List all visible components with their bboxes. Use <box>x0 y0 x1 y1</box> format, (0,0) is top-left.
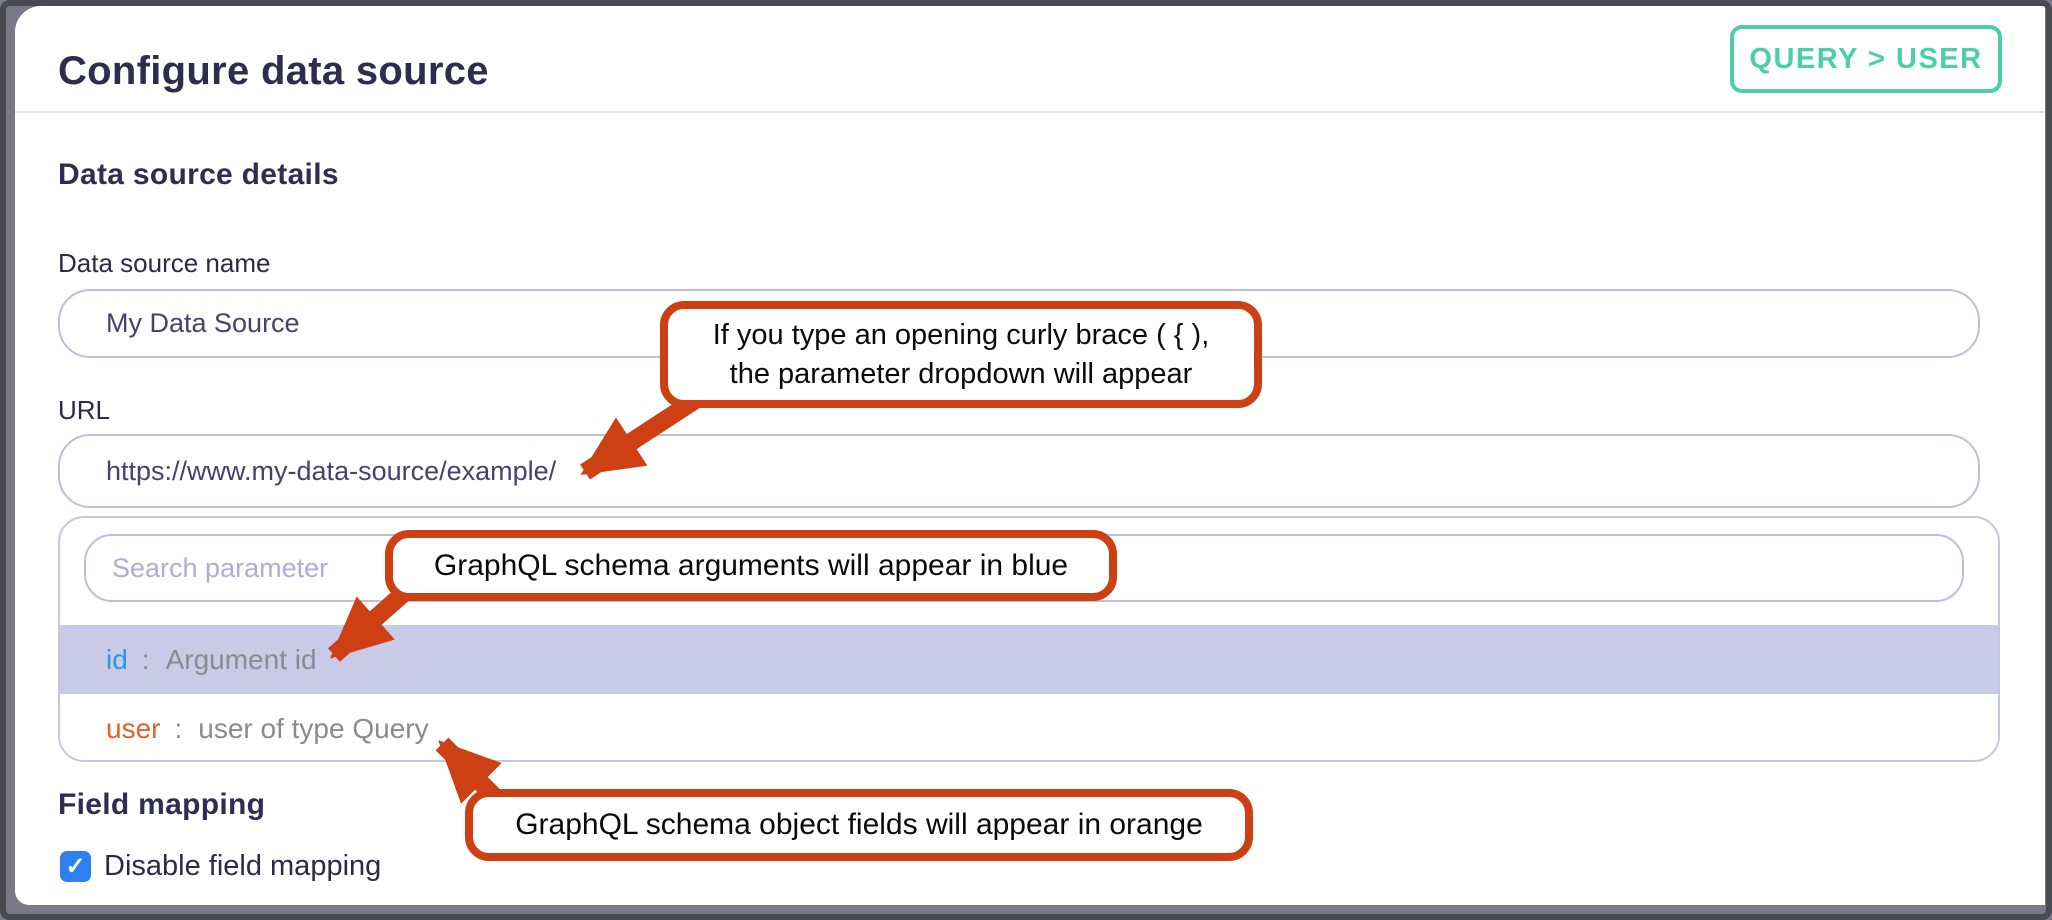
header-divider <box>15 111 2045 113</box>
checkmark-icon: ✓ <box>65 852 86 880</box>
section-heading-data-source-details: Data source details <box>58 158 339 191</box>
url-label: URL <box>58 395 111 425</box>
callout-text-line: GraphQL schema object fields will appear… <box>515 808 1203 842</box>
callout-text-line: GraphQL schema arguments will appear in … <box>433 548 1069 582</box>
query-user-badge[interactable]: QUERY > USER <box>1730 25 2002 93</box>
section-heading-field-mapping: Field mapping <box>58 788 266 821</box>
parameter-dropdown: id : Argument id user : user of type Que… <box>58 516 2000 762</box>
callout-arguments-blue: GraphQL schema arguments will appear in … <box>385 530 1117 601</box>
dropdown-item-separator: : <box>141 643 150 675</box>
dropdown-item-id[interactable]: id : Argument id <box>60 625 1998 694</box>
callout-curly-brace: If you type an opening curly brace ( { )… <box>660 301 1262 408</box>
dropdown-item-name: user <box>106 713 161 744</box>
dropdown-item-description: Argument id <box>165 643 317 675</box>
dropdown-item-separator: : <box>174 713 183 744</box>
data-source-name-label: Data source name <box>58 248 271 278</box>
disable-field-mapping-checkbox[interactable]: ✓ <box>60 851 91 882</box>
dropdown-item-description: user of type Query <box>198 713 429 744</box>
dropdown-item-name: id <box>106 643 128 675</box>
page-title: Configure data source <box>58 48 489 93</box>
disable-field-mapping-label: Disable field mapping <box>104 850 382 882</box>
callout-fields-orange: GraphQL schema object fields will appear… <box>465 789 1253 861</box>
dropdown-item-user[interactable]: user : user of type Query <box>60 694 1998 760</box>
callout-text-line: the parameter dropdown will appear <box>729 357 1193 390</box>
url-input[interactable] <box>58 434 1980 508</box>
callout-text-line: If you type an opening curly brace ( { )… <box>712 319 1210 352</box>
